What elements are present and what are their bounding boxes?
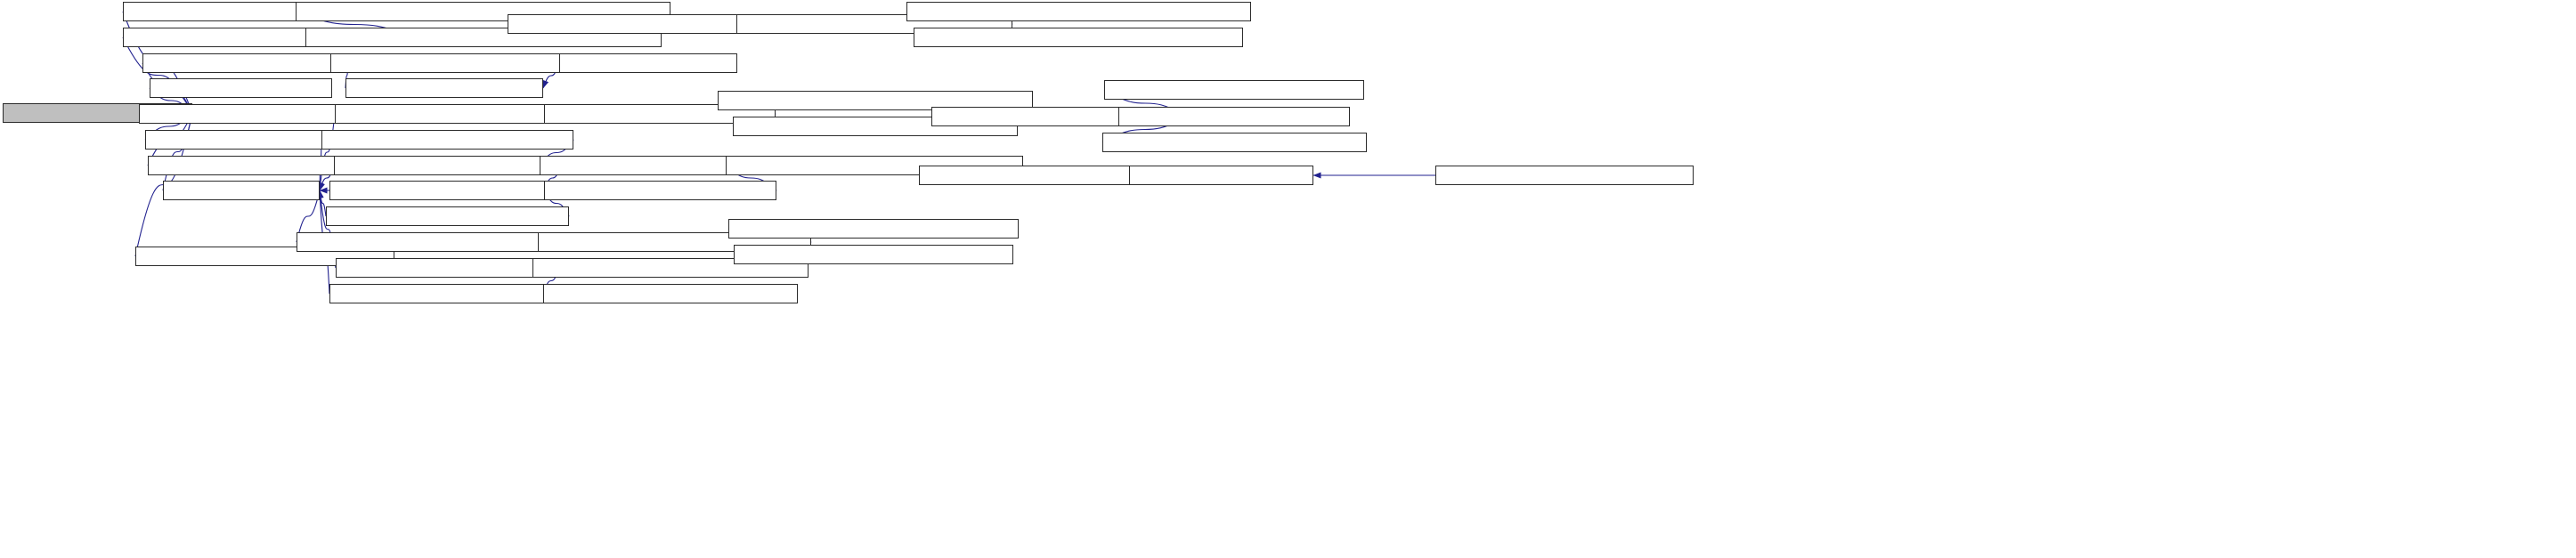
graph-node[interactable] (329, 181, 565, 200)
graph-edge (317, 113, 336, 191)
graph-node[interactable] (330, 53, 565, 73)
graph-node[interactable] (326, 206, 569, 226)
graph-node[interactable] (559, 53, 737, 73)
graph-edge (122, 36, 193, 114)
graph-node[interactable] (321, 130, 573, 150)
graph-node[interactable] (329, 284, 566, 303)
graph-node[interactable] (1102, 133, 1367, 152)
graph-node[interactable] (1129, 166, 1313, 185)
graph-node[interactable] (728, 219, 1019, 239)
graph-edge (317, 190, 327, 217)
graph-node[interactable] (1104, 80, 1364, 100)
graph-node[interactable] (150, 78, 332, 98)
graph-node[interactable] (1435, 166, 1694, 185)
graph-node[interactable] (335, 104, 560, 124)
graph-node[interactable] (345, 78, 543, 98)
graph-node[interactable] (718, 91, 1033, 110)
graph-node[interactable] (543, 284, 798, 303)
graph-edge (162, 112, 194, 191)
graph-node[interactable] (914, 28, 1243, 47)
graph-node[interactable] (163, 181, 320, 200)
graph-node[interactable] (334, 156, 561, 175)
graph-node[interactable] (145, 130, 337, 150)
graph-node[interactable] (148, 156, 335, 175)
graph-node[interactable] (734, 245, 1013, 264)
graph-node[interactable] (1118, 107, 1350, 126)
graph-node[interactable] (906, 2, 1251, 21)
graph-node[interactable] (336, 258, 559, 278)
graph-node[interactable] (544, 181, 776, 200)
graph-node[interactable] (142, 53, 348, 73)
